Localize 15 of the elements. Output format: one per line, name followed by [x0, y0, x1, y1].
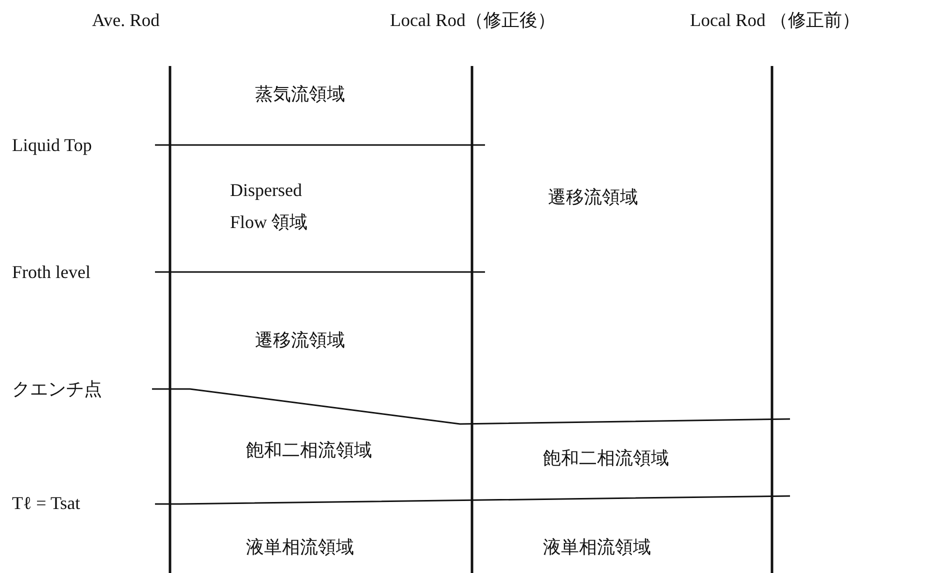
level-label: Froth level: [12, 261, 90, 284]
column-header: Local Rod （修正前）: [690, 9, 860, 32]
region-label: 液単相流領域: [246, 536, 354, 559]
region-label: 遷移流領域: [255, 329, 345, 352]
region-label: 蒸気流領域: [255, 83, 345, 106]
column-header: Ave. Rod: [92, 9, 160, 32]
region-label: 液単相流領域: [543, 536, 651, 559]
column-header: Local Rod（修正後）: [390, 9, 556, 32]
region-label: Dispersed Flow 領域: [230, 179, 309, 234]
level-label: クエンチ点: [12, 378, 102, 401]
region-label: 飽和二相流領域: [246, 439, 372, 462]
region-label: 飽和二相流領域: [543, 447, 669, 470]
level-label: Liquid Top: [12, 134, 92, 157]
level-label: Tℓ = Tsat: [12, 492, 80, 515]
region-label: 遷移流領域: [548, 186, 638, 209]
